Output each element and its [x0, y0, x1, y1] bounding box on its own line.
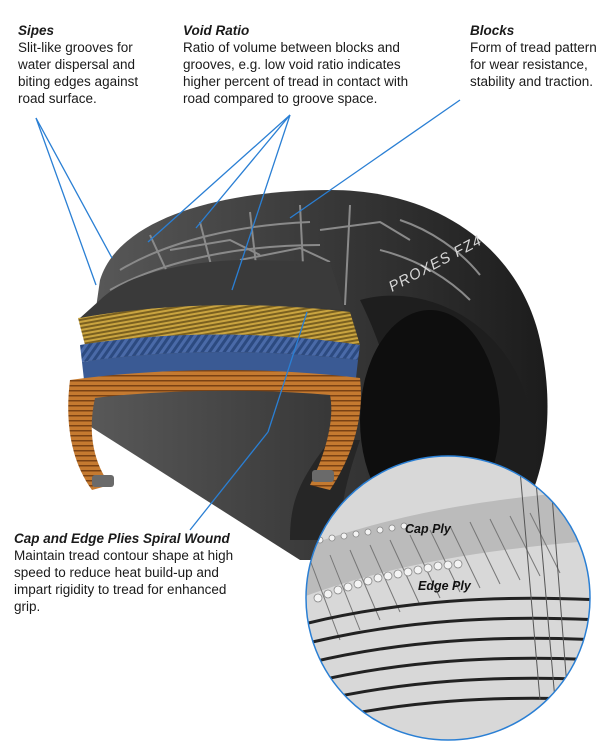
void-ratio-description: Ratio of volume between blocks and groov…: [183, 40, 409, 106]
ply-inset: Cap Ply Edge Ply: [305, 455, 591, 741]
callout-cap-edge-plies: Cap and Edge Plies Spiral Wound Maintain…: [14, 530, 254, 615]
callout-sipes: Sipes Slit-like grooves for water disper…: [18, 22, 158, 107]
void-ratio-leader: [195, 114, 291, 229]
sipes-description: Slit-like grooves for water dispersal an…: [18, 40, 139, 106]
cap-edge-leader: [189, 431, 269, 531]
tread-pattern: [109, 204, 481, 306]
blocks-description: Form of tread pattern for wear resistanc…: [470, 40, 597, 89]
cap-edge-description: Maintain tread contour shape at high spe…: [14, 548, 234, 614]
callout-blocks: Blocks Form of tread pattern for wear re…: [470, 22, 598, 90]
blocks-title: Blocks: [470, 23, 515, 38]
void-ratio-leader: [231, 114, 291, 291]
sipes-title: Sipes: [18, 23, 55, 38]
sipes-leader: [35, 117, 97, 286]
cap-ply-label: Cap Ply: [405, 522, 452, 536]
cap-edge-leader: [267, 311, 308, 433]
edge-ply-label: Edge Ply: [418, 579, 472, 593]
leader-lines: [35, 99, 461, 531]
tire-cross-section: [68, 260, 361, 490]
sipes-leader: [35, 117, 113, 259]
blocks-leader: [289, 99, 461, 219]
void-ratio-title: Void Ratio: [183, 23, 250, 38]
cap-edge-title: Cap and Edge Plies Spiral Wound: [14, 531, 230, 546]
callout-void-ratio: Void Ratio Ratio of volume between block…: [183, 22, 423, 107]
void-ratio-leader: [147, 114, 291, 243]
